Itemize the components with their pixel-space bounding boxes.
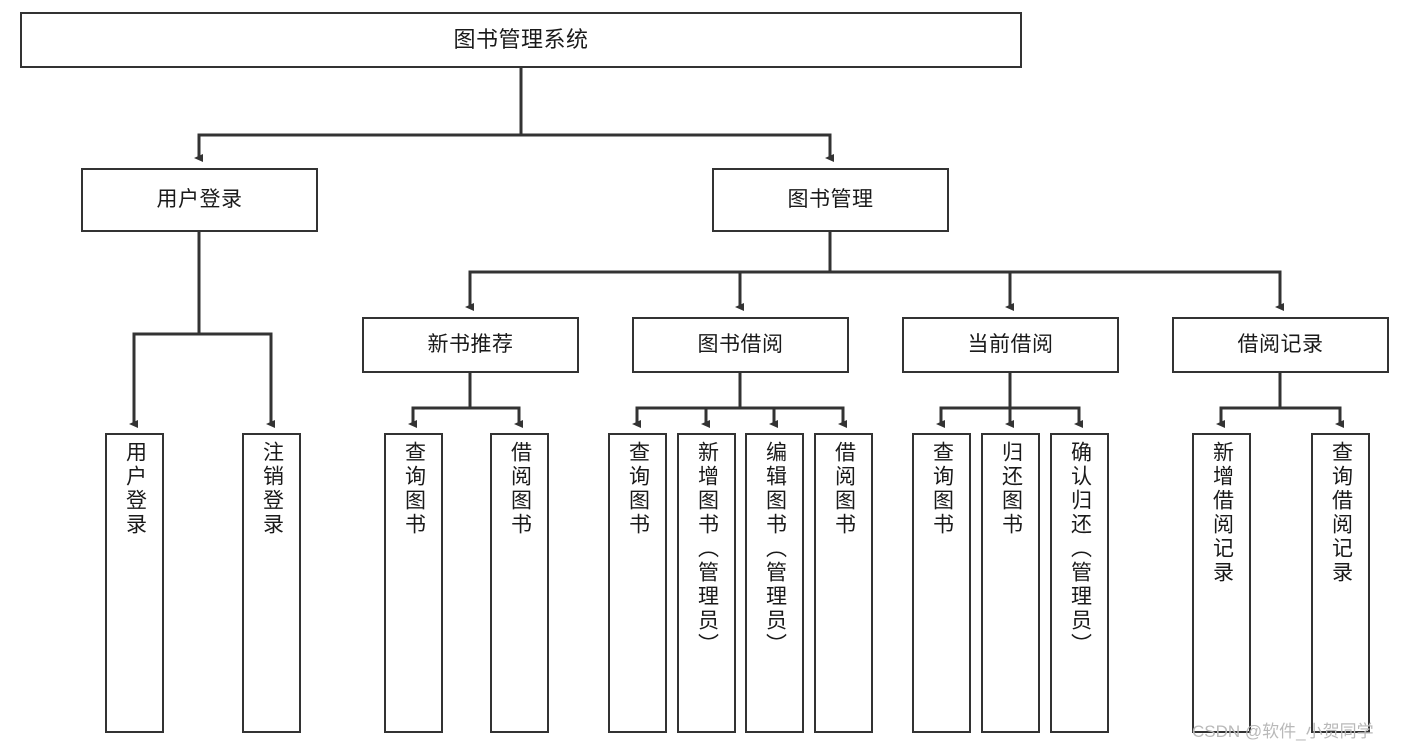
node-leaf-edit-book-label: 编辑图书（管理员） bbox=[763, 441, 787, 657]
node-leaf-add-book-label: 新增图书（管理员） bbox=[695, 441, 719, 657]
node-leaf-query-book-2-label: 查询图书 bbox=[626, 441, 650, 537]
node-new-book-recommend[interactable]: 新书推荐 bbox=[362, 317, 579, 373]
node-leaf-confirm-return[interactable]: 确认归还（管理员） bbox=[1050, 433, 1109, 733]
node-user-login-label: 用户登录 bbox=[156, 187, 243, 211]
node-leaf-user-login-label: 用户登录 bbox=[123, 441, 147, 537]
node-leaf-borrow-book-1-label: 借阅图书 bbox=[508, 441, 532, 537]
node-new-book-recommend-label: 新书推荐 bbox=[427, 332, 514, 356]
node-borrow-record-label: 借阅记录 bbox=[1237, 332, 1324, 356]
node-leaf-query-book-1-label: 查询图书 bbox=[402, 441, 426, 537]
watermark-text: CSDN @软件_小贺同学 bbox=[1192, 722, 1374, 741]
node-leaf-add-record[interactable]: 新增借阅记录 bbox=[1192, 433, 1251, 733]
node-leaf-add-record-label: 新增借阅记录 bbox=[1210, 441, 1234, 585]
node-borrow-record[interactable]: 借阅记录 bbox=[1172, 317, 1389, 373]
node-leaf-query-book-1[interactable]: 查询图书 bbox=[384, 433, 443, 733]
node-current-borrow-label: 当前借阅 bbox=[967, 332, 1054, 356]
node-leaf-query-book-3-label: 查询图书 bbox=[930, 441, 954, 537]
node-leaf-return-book[interactable]: 归还图书 bbox=[981, 433, 1040, 733]
node-leaf-query-book-3[interactable]: 查询图书 bbox=[912, 433, 971, 733]
node-book-manage-label: 图书管理 bbox=[787, 187, 874, 211]
node-user-login[interactable]: 用户登录 bbox=[81, 168, 318, 232]
node-current-borrow[interactable]: 当前借阅 bbox=[902, 317, 1119, 373]
node-book-manage[interactable]: 图书管理 bbox=[712, 168, 949, 232]
node-leaf-user-login[interactable]: 用户登录 bbox=[105, 433, 164, 733]
node-leaf-add-book[interactable]: 新增图书（管理员） bbox=[677, 433, 736, 733]
node-leaf-query-record[interactable]: 查询借阅记录 bbox=[1311, 433, 1370, 733]
node-root-label: 图书管理系统 bbox=[453, 27, 589, 53]
node-book-borrow[interactable]: 图书借阅 bbox=[632, 317, 849, 373]
node-leaf-logout-login-label: 注销登录 bbox=[260, 441, 284, 537]
node-book-borrow-label: 图书借阅 bbox=[697, 332, 784, 356]
node-leaf-borrow-book-1[interactable]: 借阅图书 bbox=[490, 433, 549, 733]
node-leaf-edit-book[interactable]: 编辑图书（管理员） bbox=[745, 433, 804, 733]
node-leaf-confirm-return-label: 确认归还（管理员） bbox=[1068, 441, 1092, 657]
node-leaf-return-book-label: 归还图书 bbox=[999, 441, 1023, 537]
node-leaf-borrow-book-2[interactable]: 借阅图书 bbox=[814, 433, 873, 733]
node-leaf-query-record-label: 查询借阅记录 bbox=[1329, 441, 1353, 585]
node-leaf-logout-login[interactable]: 注销登录 bbox=[242, 433, 301, 733]
node-root[interactable]: 图书管理系统 bbox=[20, 12, 1022, 68]
node-leaf-borrow-book-2-label: 借阅图书 bbox=[832, 441, 856, 537]
node-leaf-query-book-2[interactable]: 查询图书 bbox=[608, 433, 667, 733]
